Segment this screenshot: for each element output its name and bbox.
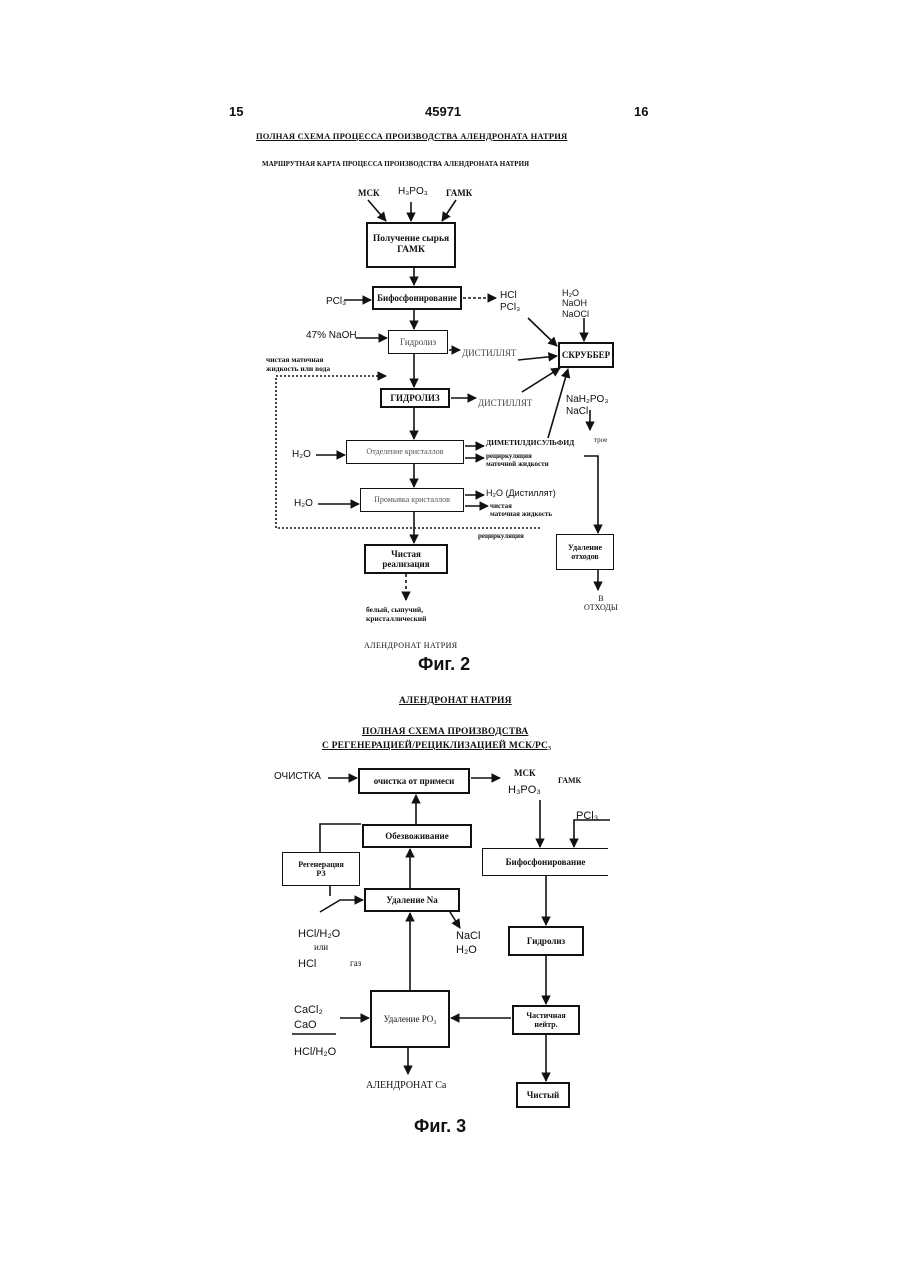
fig2-arrow-hcl-to-scrub	[528, 318, 557, 346]
fig2-arrow-gamk	[442, 200, 456, 221]
fig2-arrow-waste-to-scrub	[548, 369, 568, 438]
fig3-line-pcl3-to-bis	[574, 820, 610, 847]
fig2-line-to-waste	[584, 456, 598, 533]
fig2-line-recycle-loop	[276, 376, 540, 528]
fig2-arrow-dist-to-scrub	[518, 356, 557, 360]
fig2-arrow-dist2-to-scrub	[522, 368, 560, 392]
fig3-line-hcl-in	[320, 900, 363, 912]
fig2-arrow-msk	[368, 200, 386, 221]
fig3-arrow-na-nacl	[450, 912, 460, 928]
fig3-line-regen-to-dehyd	[320, 824, 361, 852]
